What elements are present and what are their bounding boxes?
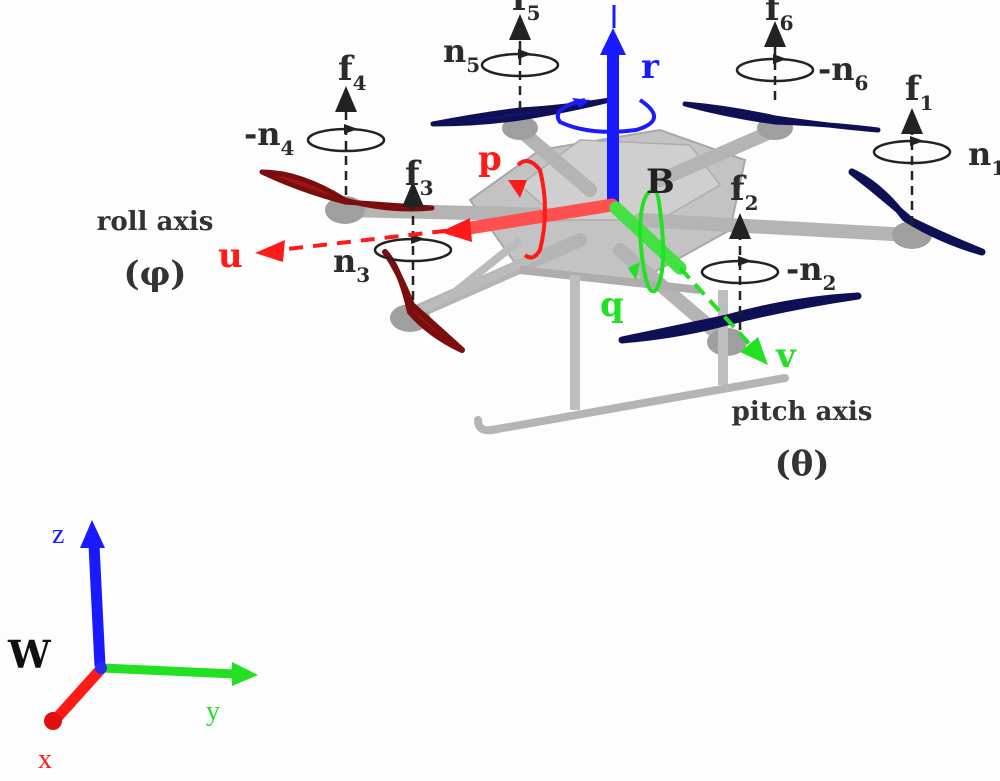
u-axis-arrowhead xyxy=(255,240,285,262)
torque-2-arrowhead xyxy=(738,256,752,266)
p-rotation-arrow xyxy=(516,159,547,260)
torque-5-arrowhead xyxy=(518,49,532,59)
thrust-3-subscript: 3 xyxy=(420,176,434,200)
truss-bar xyxy=(442,236,523,304)
torque-2-subscript: 2 xyxy=(823,271,837,295)
v-label: v xyxy=(775,336,797,376)
q-label: q xyxy=(600,285,624,325)
torque-6-arrowhead xyxy=(773,54,787,64)
r-rotation-arrow xyxy=(555,98,656,134)
v-axis-solid xyxy=(609,201,687,275)
landing-skid xyxy=(474,374,789,435)
pitch-axis-symbol: (θ) xyxy=(775,444,830,484)
v-axis-dashed xyxy=(678,266,757,352)
world-z-arrowhead xyxy=(80,520,105,548)
torque-2-label: -n2 xyxy=(786,250,836,295)
arm-6 xyxy=(653,123,782,187)
torque-3-arrowhead xyxy=(411,234,425,244)
roll-axis-title: roll axis xyxy=(97,207,214,237)
thrust-1-label: f1 xyxy=(905,69,934,115)
torque-5-label: n5 xyxy=(443,32,480,77)
torque-6-label: -n6 xyxy=(818,50,868,95)
arm-5 xyxy=(513,123,597,197)
thrust-6-subscript: 6 xyxy=(780,11,794,35)
r-rotation-arrowhead xyxy=(572,98,590,108)
world-x-tip xyxy=(44,712,62,730)
rotor-6-annotation: f6 -n6 xyxy=(735,0,868,100)
p-rotation-arrowhead xyxy=(508,180,527,198)
torque-3-label: n3 xyxy=(333,242,370,287)
torque-5-subscript: 5 xyxy=(466,53,480,77)
q-rotation-arrowhead xyxy=(628,262,640,280)
thrust-1-subscript: 1 xyxy=(920,91,934,115)
thrust-4-label: f4 xyxy=(338,49,367,95)
propeller-2 xyxy=(618,292,862,344)
rotor-4-annotation: f4 -n4 xyxy=(244,49,386,195)
pitch-axis-title: pitch axis xyxy=(732,397,873,427)
torque-1-label: n1 xyxy=(968,135,1000,180)
propeller-4 xyxy=(259,169,435,212)
world-frame: W z y x xyxy=(7,519,258,775)
u-axis-solid xyxy=(463,198,619,235)
torque-4-label: -n4 xyxy=(244,115,295,160)
thrust-5-arrowhead xyxy=(509,14,531,40)
thrust-6-label: f6 xyxy=(765,0,794,35)
thrust-4-subscript: 4 xyxy=(353,71,367,95)
thrust-3-arrowhead xyxy=(402,181,424,207)
r-axis-arrowhead xyxy=(600,28,626,55)
world-x-label: x xyxy=(38,744,52,775)
roll-axis-symbol: (φ) xyxy=(124,254,187,294)
motor-5 xyxy=(502,116,538,140)
world-z-label: z xyxy=(52,519,64,550)
u-axis-mid-arrowhead xyxy=(440,218,472,242)
truss-bar xyxy=(418,251,542,314)
drone-frame xyxy=(325,116,932,435)
torque-4-subscript: 4 xyxy=(281,136,295,160)
torque-1-arrowhead xyxy=(910,136,924,146)
arm-1 xyxy=(633,213,917,242)
torque-3-subscript: 3 xyxy=(356,263,370,287)
propeller-6 xyxy=(682,101,881,133)
r-label: r xyxy=(641,47,660,87)
q-rotation-arrow xyxy=(637,188,666,294)
world-y-axis xyxy=(101,663,236,679)
thrust-2-subscript: 2 xyxy=(745,191,759,215)
world-origin xyxy=(95,662,107,674)
thrust-5-label: f5 xyxy=(512,0,541,25)
thrust-6-arrowhead xyxy=(764,21,786,47)
world-x-axis xyxy=(49,664,106,726)
body-frame-labels: r p B q u v roll axis (φ) pitch axis (θ) xyxy=(97,47,873,484)
thrust-3-label: f3 xyxy=(405,154,434,200)
thrust-5-subscript: 5 xyxy=(527,1,541,25)
propeller-3 xyxy=(382,249,465,353)
propellers xyxy=(259,97,986,353)
u-label: u xyxy=(218,236,243,276)
thrust-4-arrowhead xyxy=(335,86,357,112)
body-frame-axes xyxy=(255,5,768,365)
rotor-3-annotation: f3 n3 xyxy=(333,154,453,300)
torque-1-subscript: 1 xyxy=(991,156,1000,180)
truss-bar xyxy=(519,266,701,294)
world-y-arrowhead xyxy=(232,662,258,686)
propeller-1 xyxy=(848,168,986,256)
u-axis-dashed xyxy=(269,226,471,253)
world-y-label: y xyxy=(206,696,220,727)
world-frame-label: W xyxy=(7,632,52,677)
v-axis-arrowhead xyxy=(740,337,768,365)
thrust-2-arrowhead xyxy=(729,213,751,239)
torque-6-subscript: 6 xyxy=(855,71,869,95)
body-origin-label: B xyxy=(646,162,675,202)
thrust-1-arrowhead xyxy=(901,108,923,134)
p-label: p xyxy=(478,139,502,179)
world-z-axis xyxy=(88,544,106,667)
rotor-5-annotation: f5 n5 xyxy=(443,0,560,110)
thrust-2-label: f2 xyxy=(730,169,759,215)
torque-4-arrowhead xyxy=(344,124,358,134)
